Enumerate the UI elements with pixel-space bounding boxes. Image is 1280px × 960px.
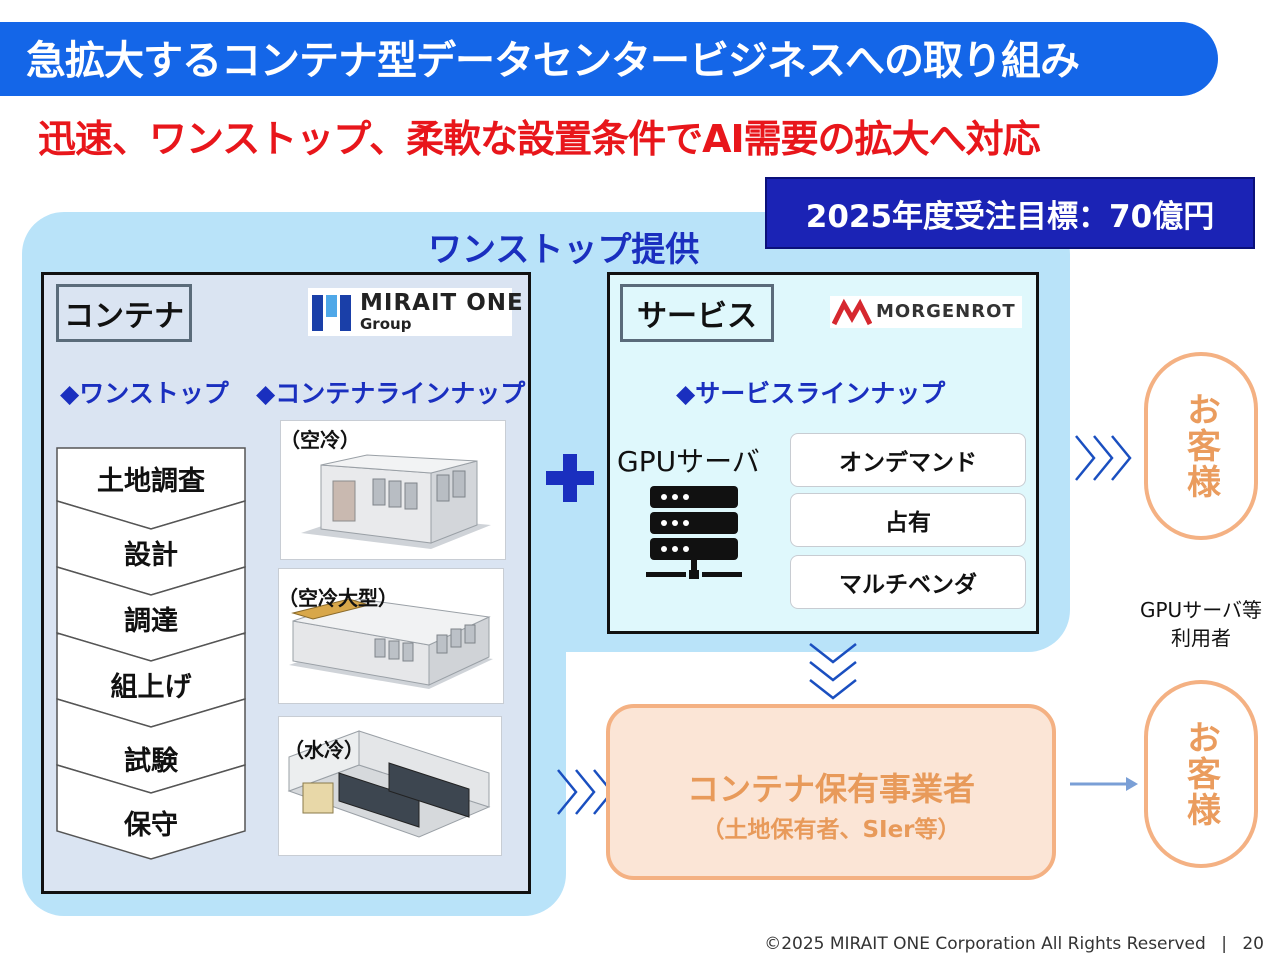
- plus-icon: [544, 452, 596, 504]
- footer: ©2025 MIRAIT ONE Corporation All Rights …: [764, 934, 1264, 954]
- photo-label-large: （空冷大型）: [278, 586, 398, 610]
- large-air-cooled-image: [289, 598, 493, 689]
- customer-circle-top: お客様: [1144, 352, 1258, 540]
- service-tag: サービス: [620, 284, 774, 342]
- step-item: 設計: [124, 540, 178, 571]
- step-item: 組上げ: [110, 672, 192, 703]
- lineup-heading: ◆コンテナラインナップ: [256, 379, 526, 408]
- container-photo-large: [278, 568, 504, 704]
- step-item: 保守: [124, 810, 178, 841]
- container-photo-air: [280, 420, 506, 560]
- footer-separator: |: [1221, 934, 1227, 954]
- morgenrot-logo-mark: [832, 298, 872, 326]
- chevron-down-icon: [806, 640, 860, 702]
- service-option-ondemand: オンデマンド: [790, 433, 1026, 487]
- arrow-right-icon: [1068, 774, 1138, 794]
- logo-main-text: MIRAIT ONE: [360, 290, 524, 316]
- onestop-label: ワンストップ提供: [428, 230, 700, 270]
- photo-label-water: （水冷）: [284, 738, 364, 762]
- page-subtitle: 迅速、ワンストップ、柔軟な設置条件でAI需要の拡大へ対応: [38, 117, 1041, 161]
- water-cooled-image: [287, 730, 491, 838]
- gpu-users-label: GPUサーバ等 利用者: [1126, 596, 1276, 652]
- page-number: 20: [1242, 934, 1264, 954]
- chevron-right-icon: [1072, 432, 1136, 484]
- process-chevrons: [56, 447, 246, 860]
- service-lineup-heading: ◆サービスラインナップ: [676, 379, 946, 408]
- owner-title: コンテナ保有事業者: [686, 770, 975, 808]
- service-option-multivendor: マルチベンダ: [790, 555, 1026, 609]
- mirait-logo-mark: [312, 295, 351, 331]
- step-item: 調達: [124, 606, 178, 637]
- gpu-users-line1: GPUサーバ等: [1140, 598, 1262, 622]
- customer-circle-bottom: お客様: [1144, 680, 1258, 868]
- gpu-users-line2: 利用者: [1171, 626, 1231, 650]
- air-cooled-container-image: [301, 454, 491, 549]
- server-icon: [644, 484, 744, 584]
- step-item: 土地調査: [97, 466, 205, 497]
- morgenrot-logo: MORGENROT: [830, 296, 1022, 328]
- container-tag: コンテナ: [56, 284, 192, 342]
- container-owner-box: [606, 704, 1056, 880]
- gpu-server-label: GPUサーバ: [617, 445, 760, 478]
- page-title: 急拡大するコンテナ型データセンタービジネスへの取り組み: [26, 38, 1080, 84]
- mirait-one-logo: MIRAIT ONE Group: [308, 288, 523, 336]
- logo-sub-text: Group: [360, 315, 412, 333]
- copyright-text: ©2025 MIRAIT ONE Corporation All Rights …: [764, 934, 1206, 954]
- service-option-dedicated: 占有: [790, 493, 1026, 547]
- onestop-heading: ◆ワンストップ: [60, 379, 229, 408]
- photo-label-air: （空冷）: [280, 428, 360, 452]
- owner-subtitle: （土地保有者、SIer等）: [701, 817, 961, 843]
- title-bar: [0, 22, 1218, 96]
- morgenrot-logo-text: MORGENROT: [876, 301, 1016, 322]
- container-photo-water: [278, 716, 502, 856]
- order-target-box: 2025年度受注目標：70億円: [765, 177, 1255, 249]
- step-item: 試験: [124, 746, 178, 777]
